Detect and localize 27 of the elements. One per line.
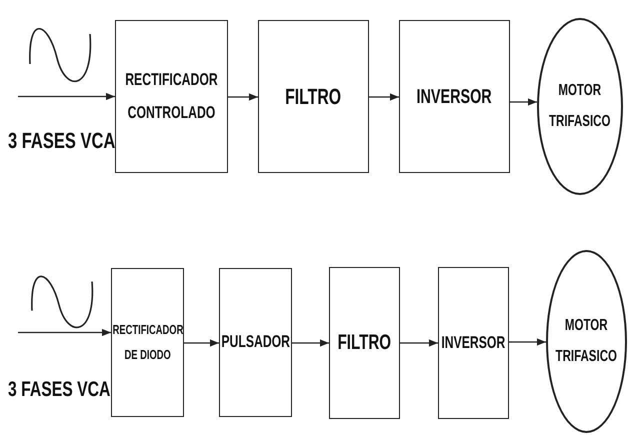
arrow (228, 93, 258, 101)
block-label: FILTRO (336, 330, 392, 356)
block-label: INVERSOR (440, 332, 506, 354)
arrow (400, 339, 438, 347)
input-label: 3 FASES VCA (8, 128, 116, 154)
block-label: FILTRO (284, 82, 342, 111)
process-box (111, 268, 184, 417)
block-label: MOTOR TRIFASICO (554, 316, 618, 366)
process-box (219, 268, 292, 417)
process-box (258, 20, 369, 173)
block-label: RECTIFICADOR CONTROLADO (124, 69, 219, 124)
process-box (399, 20, 510, 173)
process-box (329, 267, 400, 419)
block-label: RECTIFICADOR DE DIODO (112, 320, 183, 364)
arrow (369, 93, 399, 101)
arrow (18, 328, 111, 336)
arrow (509, 338, 546, 346)
arrow (510, 98, 537, 106)
process-box (115, 20, 228, 173)
arrow (18, 92, 115, 100)
input-label: 3 FASES VCA (8, 378, 110, 402)
block-label: MOTOR TRIFASICO (548, 81, 612, 132)
process-box (438, 267, 509, 419)
arrow (292, 339, 329, 347)
block-label: INVERSOR (416, 84, 494, 110)
block-label: PULSADOR (220, 331, 291, 354)
arrow (184, 339, 219, 347)
